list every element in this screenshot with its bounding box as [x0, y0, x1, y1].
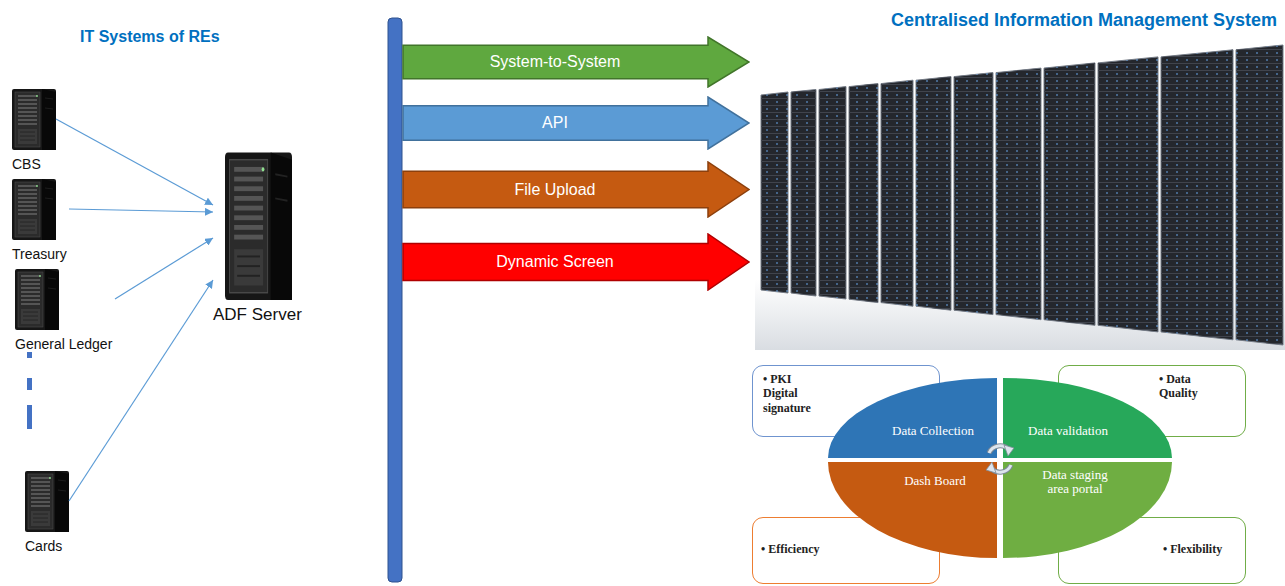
- interface-bar: [388, 18, 402, 582]
- server-label: Treasury: [12, 246, 67, 263]
- cycle-segment: Data validation: [1003, 378, 1172, 458]
- feature-label: • Data Quality: [1159, 372, 1215, 401]
- server-icon: [12, 89, 56, 150]
- server-node: Treasury: [12, 178, 69, 263]
- arrow-label: API: [542, 114, 568, 132]
- segment-shape: [828, 378, 997, 458]
- server-icon: [15, 269, 59, 330]
- channel-arrow: API: [402, 96, 750, 150]
- ellipsis-dash: [27, 378, 32, 390]
- arrow-label: System-to-System: [490, 53, 621, 71]
- feature-label: • Flexibility: [1163, 542, 1241, 556]
- data-feed-line: [115, 238, 213, 299]
- segment-label: Data Collection: [888, 424, 978, 438]
- server-icon: [25, 471, 69, 532]
- heading: Centralised Information Management Syste…: [891, 10, 1277, 31]
- ellipsis-dash: [27, 352, 32, 358]
- data-feed-line: [69, 280, 213, 501]
- server-label: CBS: [12, 156, 41, 173]
- server-icon: [225, 152, 292, 300]
- arrow-label: Dynamic Screen: [496, 253, 613, 271]
- heading-box: IT Systems of REs: [80, 28, 220, 46]
- channel-arrow: Dynamic Screen: [402, 233, 750, 291]
- channel-arrow: System-to-System: [402, 36, 750, 88]
- server-node: CBS: [12, 88, 56, 173]
- server-label: General Ledger: [15, 336, 112, 353]
- server-label: ADF Server: [213, 305, 302, 325]
- segment-label: Data validation: [1023, 424, 1113, 438]
- ellipsis-dash: [27, 405, 32, 429]
- server-node: Cards: [25, 470, 69, 555]
- cycle-segment: Dash Board: [828, 462, 997, 558]
- server-label: Cards: [25, 538, 62, 555]
- server-icon: [12, 179, 56, 240]
- cycle-segment: Data staging area portal: [1003, 462, 1172, 558]
- cycle-segment: Data Collection: [828, 378, 997, 458]
- server-rack: [761, 45, 1283, 345]
- heading: IT Systems of REs: [80, 28, 220, 46]
- segment-label: Dash Board: [890, 474, 980, 488]
- cycle-icon: [986, 445, 1014, 473]
- feature-label: • Efficiency: [761, 542, 851, 556]
- feature-label: • PKI Digital signature: [763, 372, 827, 415]
- server-node: General Ledger: [15, 268, 115, 353]
- data-feed-line: [56, 119, 213, 205]
- server-node: ADF Server: [213, 150, 304, 325]
- rack-slots: [761, 45, 1283, 345]
- segment-label: Data staging area portal: [1031, 468, 1119, 495]
- heading-box: Centralised Information Management Syste…: [891, 10, 1277, 31]
- segment-shape: [1003, 378, 1172, 458]
- arrow-label: File Upload: [515, 181, 596, 199]
- arrow-shape: [402, 96, 750, 150]
- channel-arrow: File Upload: [402, 161, 750, 218]
- data-feed-line: [69, 209, 213, 212]
